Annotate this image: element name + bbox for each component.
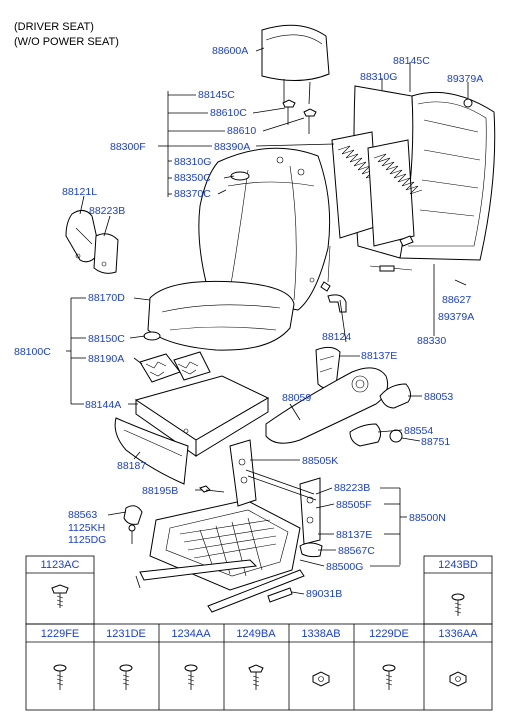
label-88121L: 88121L [62, 186, 97, 198]
table-cell-1123AC: 1123AC [41, 559, 80, 571]
label-89379A: 89379A [438, 311, 474, 323]
label-88137E: 88137E [361, 350, 397, 362]
label-88600A: 88600A [212, 45, 248, 57]
label-88137E-2: 88137E [336, 529, 372, 541]
screw-icon-1123AC [51, 584, 69, 608]
label-1125DG: 1125DG [68, 534, 106, 546]
seat-cushion-pad [134, 375, 270, 457]
table-cell-1231DE: 1231DE [106, 628, 146, 640]
label-89031B: 89031B [306, 588, 342, 600]
table-cell-1229FE: 1229FE [41, 628, 80, 640]
label-88053: 88053 [424, 391, 453, 403]
table-cell-1243BD: 1243BD [438, 559, 478, 571]
label-88190A: 88190A [88, 353, 124, 365]
label-88500G: 88500G [326, 561, 363, 573]
label-88610: 88610 [227, 125, 256, 137]
label-88145C: 88145C [198, 89, 235, 101]
label-88505F: 88505F [336, 499, 372, 511]
label-88144A: 88144A [85, 399, 121, 411]
headrest-guides [282, 99, 317, 134]
screw-icon-1229DE [382, 664, 396, 690]
label-88310G-top: 88310G [360, 71, 397, 83]
label-88223B: 88223B [89, 205, 125, 217]
table-cell-1249BA: 1249BA [236, 628, 276, 640]
label-88195B: 88195B [142, 485, 178, 497]
fastener-table: 1123AC 1243BD 1229FE 1231DE 1234AA 1249B… [25, 555, 493, 711]
header-driver-seat: (DRIVER SEAT) [14, 21, 94, 33]
label-88300F: 88300F [110, 141, 146, 153]
seat-cushion-cover [143, 280, 295, 351]
label-88567C: 88567C [338, 545, 375, 557]
front-cover [114, 417, 189, 485]
label-88150C: 88150C [88, 333, 125, 345]
label-88563: 88563 [68, 509, 97, 521]
recliner-handle [349, 383, 412, 447]
label-88170D: 88170D [88, 292, 125, 304]
label-88330: 88330 [417, 335, 446, 347]
label-88223B-2: 88223B [334, 482, 370, 494]
leader-lines [66, 47, 469, 595]
screw-icon-1243BD [451, 593, 465, 616]
label-88310G: 88310G [174, 156, 211, 168]
part-labels: 88600A 88145C 88310G 89379A 88145C 88610… [14, 45, 483, 600]
label-1125KH: 1125KH [68, 522, 105, 534]
label-88500N: 88500N [409, 512, 446, 524]
label-88610C: 88610C [210, 107, 247, 119]
label-88554: 88554 [404, 425, 433, 437]
seat-pads [139, 351, 211, 383]
headrest [261, 24, 330, 105]
label-88390A: 88390A [214, 141, 250, 153]
screw-icon-1249BA [248, 664, 264, 690]
table-cell-1234AA: 1234AA [171, 628, 211, 640]
frame-fasteners [399, 98, 473, 286]
label-88059: 88059 [282, 392, 311, 404]
seat-back-cover [198, 147, 331, 311]
label-88100C: 88100C [14, 346, 51, 358]
lever-88124 [327, 294, 347, 313]
label-88505K: 88505K [302, 455, 338, 467]
spring-mats [320, 131, 423, 292]
label-88370C: 88370C [174, 188, 211, 200]
side-trim-covers [65, 210, 119, 274]
screw-icon-1229FE [53, 664, 67, 690]
table-cell-1336AA: 1336AA [438, 628, 478, 640]
label-88145C-top: 88145C [393, 55, 430, 67]
seat-frame [139, 439, 323, 613]
nut-icon-1338AB [312, 671, 330, 687]
table-cell-1338AB: 1338AB [301, 628, 340, 640]
nut-icon-1336AA [449, 671, 467, 687]
screw-icon-1231DE [119, 664, 133, 690]
header-without-power-seat: (W/O POWER SEAT) [14, 36, 119, 48]
screw-icon-1234AA [184, 664, 198, 690]
label-89379A-top: 89379A [447, 73, 483, 85]
seat-bolts [123, 485, 293, 603]
label-88751: 88751 [421, 436, 450, 448]
label-88124: 88124 [322, 331, 351, 343]
side-shield [265, 346, 389, 444]
label-88627: 88627 [442, 294, 471, 306]
label-88350C: 88350C [174, 172, 211, 184]
table-cell-1229DE: 1229DE [369, 628, 409, 640]
label-88187: 88187 [117, 460, 146, 472]
